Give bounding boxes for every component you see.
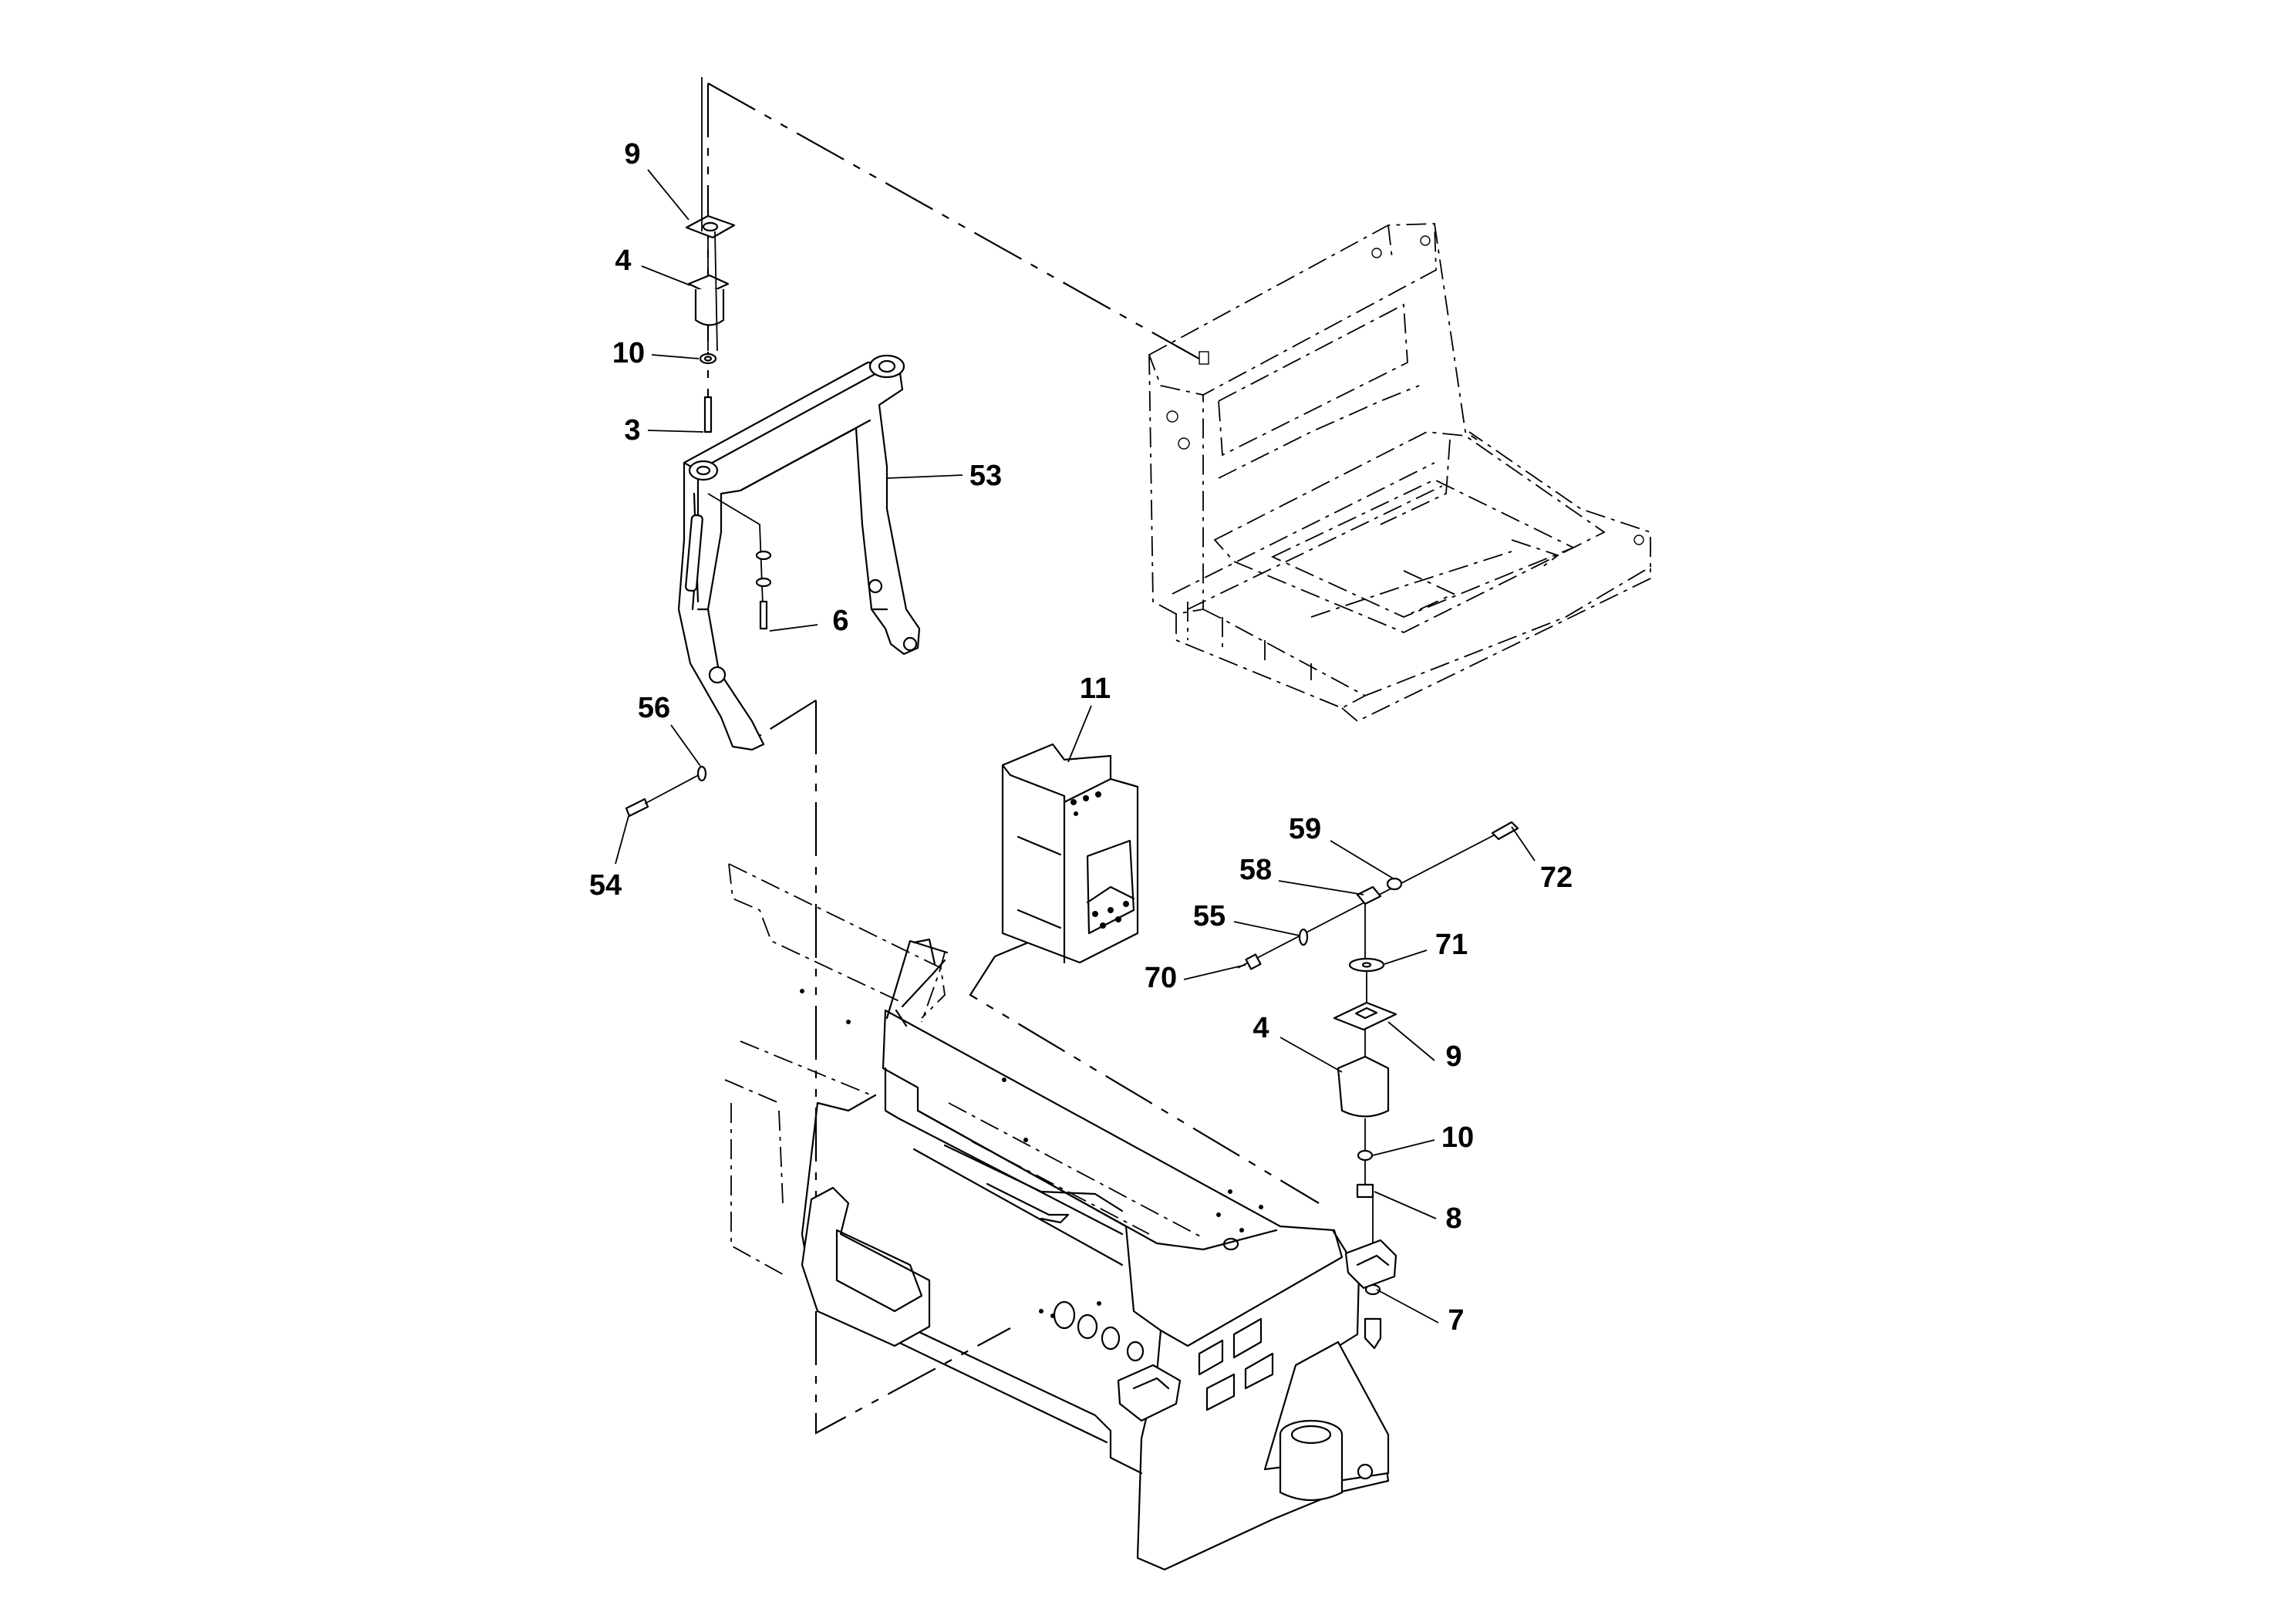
callout-56: 56	[638, 692, 670, 724]
callout-58: 58	[1239, 854, 1272, 886]
main-frame	[724, 863, 1397, 1571]
phantom-lines	[706, 83, 1320, 1435]
callout-6: 6	[832, 605, 848, 637]
callout-9-left: 9	[624, 138, 640, 170]
callout-55: 55	[1193, 900, 1226, 932]
hardware-bolt-54	[625, 765, 707, 818]
callout-4-left: 4	[615, 244, 631, 277]
hardware-bolt-6	[707, 493, 772, 630]
seat-frame	[1148, 223, 1651, 723]
hardware-stack-right	[1237, 821, 1519, 1350]
callout-labels: 9 4 10 3 53 6 56 54 11 59 72 58 55 70 71…	[589, 138, 1573, 1337]
callout-4-right: 4	[1253, 1012, 1269, 1044]
callout-70: 70	[1145, 962, 1177, 994]
callout-59: 59	[1289, 813, 1321, 845]
callout-8: 8	[1445, 1202, 1462, 1235]
callout-leaders	[615, 169, 1536, 1324]
callout-72: 72	[1540, 862, 1573, 894]
callout-71: 71	[1435, 929, 1468, 961]
callout-11: 11	[1080, 673, 1111, 705]
callout-9-right: 9	[1445, 1040, 1462, 1073]
hardware-stack-left	[685, 77, 736, 433]
callout-10-left: 10	[612, 337, 645, 369]
battery-box-11	[1001, 743, 1139, 964]
callout-54: 54	[589, 869, 622, 902]
bracket-53	[677, 354, 921, 751]
callout-53: 53	[969, 460, 1002, 492]
callout-10-right: 10	[1441, 1121, 1474, 1154]
callout-7: 7	[1448, 1304, 1464, 1337]
callout-3: 3	[624, 414, 640, 447]
